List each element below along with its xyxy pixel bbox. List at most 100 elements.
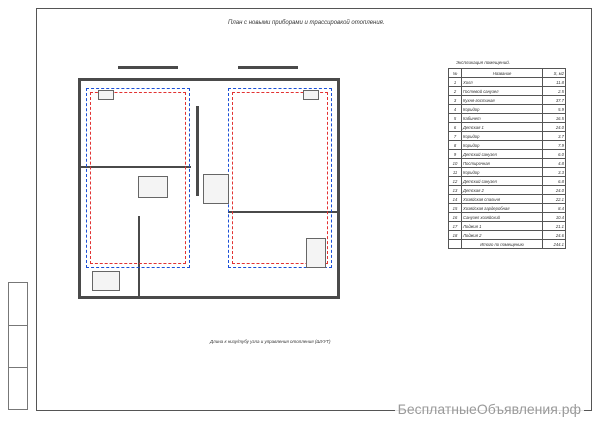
row-num: 18 xyxy=(448,230,462,240)
row-area: 3.3 xyxy=(542,167,566,177)
header-area: S, м2 xyxy=(542,68,566,78)
row-num: 14 xyxy=(448,194,462,204)
row-name: Хозяйская гардеробная xyxy=(461,203,543,213)
row-area: 8.4 xyxy=(542,203,566,213)
row-name: Постирочная xyxy=(461,158,543,168)
plan-wall xyxy=(337,78,340,299)
total-label: Итого по помещению xyxy=(461,239,543,249)
row-name: Кабинет xyxy=(461,113,543,123)
row-num: 5 xyxy=(448,113,462,123)
heating-loop xyxy=(86,88,190,268)
drawing-title: План с новыми приборами и трассировкой о… xyxy=(228,20,385,26)
row-area: 16.5 xyxy=(542,113,566,123)
row-name: Санузел хозяйский xyxy=(461,212,543,222)
row-num: 6 xyxy=(448,122,462,132)
plan-wall xyxy=(78,296,340,299)
row-num: 17 xyxy=(448,221,462,231)
total-num xyxy=(448,239,462,249)
row-name: Коридор xyxy=(461,131,543,141)
plan-wall xyxy=(78,78,340,81)
sheet-frame xyxy=(36,8,592,411)
plan-wall xyxy=(238,66,298,69)
heating-loop xyxy=(232,92,328,264)
row-name: Лоджия 2 xyxy=(461,230,543,240)
row-name: Детский санузел xyxy=(461,176,543,186)
row-num: 4 xyxy=(448,104,462,114)
heating-loop xyxy=(90,92,186,264)
plan-fixture xyxy=(203,174,229,204)
header-name: Название xyxy=(461,68,543,78)
row-num: 3 xyxy=(448,95,462,105)
spec-table-title: Экспликация помещений. xyxy=(456,60,510,65)
row-name: Холл xyxy=(461,77,543,87)
row-name: Детский санузел xyxy=(461,149,543,159)
plan-wall xyxy=(81,166,191,168)
row-area: 7.9 xyxy=(542,140,566,150)
row-name: Коридор xyxy=(461,104,543,114)
row-area: 6.8 xyxy=(542,176,566,186)
row-name: Гостевой санузел xyxy=(461,86,543,96)
row-area: 11.8 xyxy=(542,77,566,87)
plan-wall xyxy=(138,216,140,296)
plan-caption: Длина к низу/тубу узла и управления отоп… xyxy=(210,339,331,344)
row-area: 22.1 xyxy=(542,194,566,204)
total-area: 244.1 xyxy=(542,239,566,249)
row-name: Коридор xyxy=(461,167,543,177)
row-num: 10 xyxy=(448,158,462,168)
plan-fixture xyxy=(303,90,319,100)
row-num: 15 xyxy=(448,203,462,213)
title-block-divider xyxy=(9,325,27,326)
row-area: 24.0 xyxy=(542,185,566,195)
floor-plan xyxy=(78,66,340,312)
row-name: Лоджия 1 xyxy=(461,221,543,231)
row-num: 12 xyxy=(448,176,462,186)
plan-wall xyxy=(196,106,199,196)
row-area: 5.9 xyxy=(542,104,566,114)
row-area: 24.6 xyxy=(542,230,566,240)
row-area: 4.8 xyxy=(542,158,566,168)
header-num: № xyxy=(448,68,462,78)
row-area: 3.7 xyxy=(542,131,566,141)
row-area: 37.7 xyxy=(542,95,566,105)
plan-fixture xyxy=(138,176,168,198)
plan-wall xyxy=(228,211,337,213)
row-area: 6.0 xyxy=(542,149,566,159)
plan-fixture xyxy=(92,271,120,291)
row-num: 7 xyxy=(448,131,462,141)
row-name: Коридор xyxy=(461,140,543,150)
row-area: 24.0 xyxy=(542,122,566,132)
row-area: 2.5 xyxy=(542,86,566,96)
row-area: 10.4 xyxy=(542,212,566,222)
side-title-block xyxy=(8,282,28,410)
plan-wall xyxy=(118,66,178,69)
plan-fixture xyxy=(98,90,114,100)
row-num: 16 xyxy=(448,212,462,222)
row-name: Хозяйская спальня xyxy=(461,194,543,204)
title-block-divider xyxy=(9,367,27,368)
row-num: 8 xyxy=(448,140,462,150)
row-name: Детская 2 xyxy=(461,185,543,195)
row-num: 2 xyxy=(448,86,462,96)
row-name: Кухня-гостиная xyxy=(461,95,543,105)
row-num: 11 xyxy=(448,167,462,177)
plan-fixture xyxy=(306,238,326,268)
